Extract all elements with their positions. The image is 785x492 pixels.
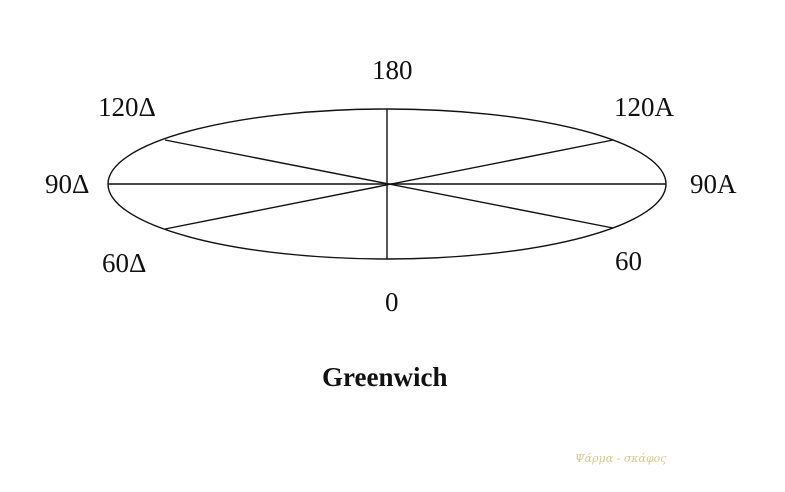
label-90-delta: 90Δ	[45, 169, 90, 199]
label-90-a: 90A	[690, 169, 737, 199]
handwritten-signature: Ψάρμα - σκάφος	[575, 452, 667, 465]
label-120-a: 120A	[614, 92, 674, 122]
label-180: 180	[372, 55, 413, 85]
label-60-delta: 60Δ	[102, 248, 147, 278]
label-0: 0	[385, 287, 399, 317]
label-120-delta: 120Δ	[98, 92, 156, 122]
diagram-caption: Greenwich	[322, 362, 448, 392]
meridian-line-120a-60d	[164, 139, 614, 230]
label-60: 60	[615, 246, 642, 276]
